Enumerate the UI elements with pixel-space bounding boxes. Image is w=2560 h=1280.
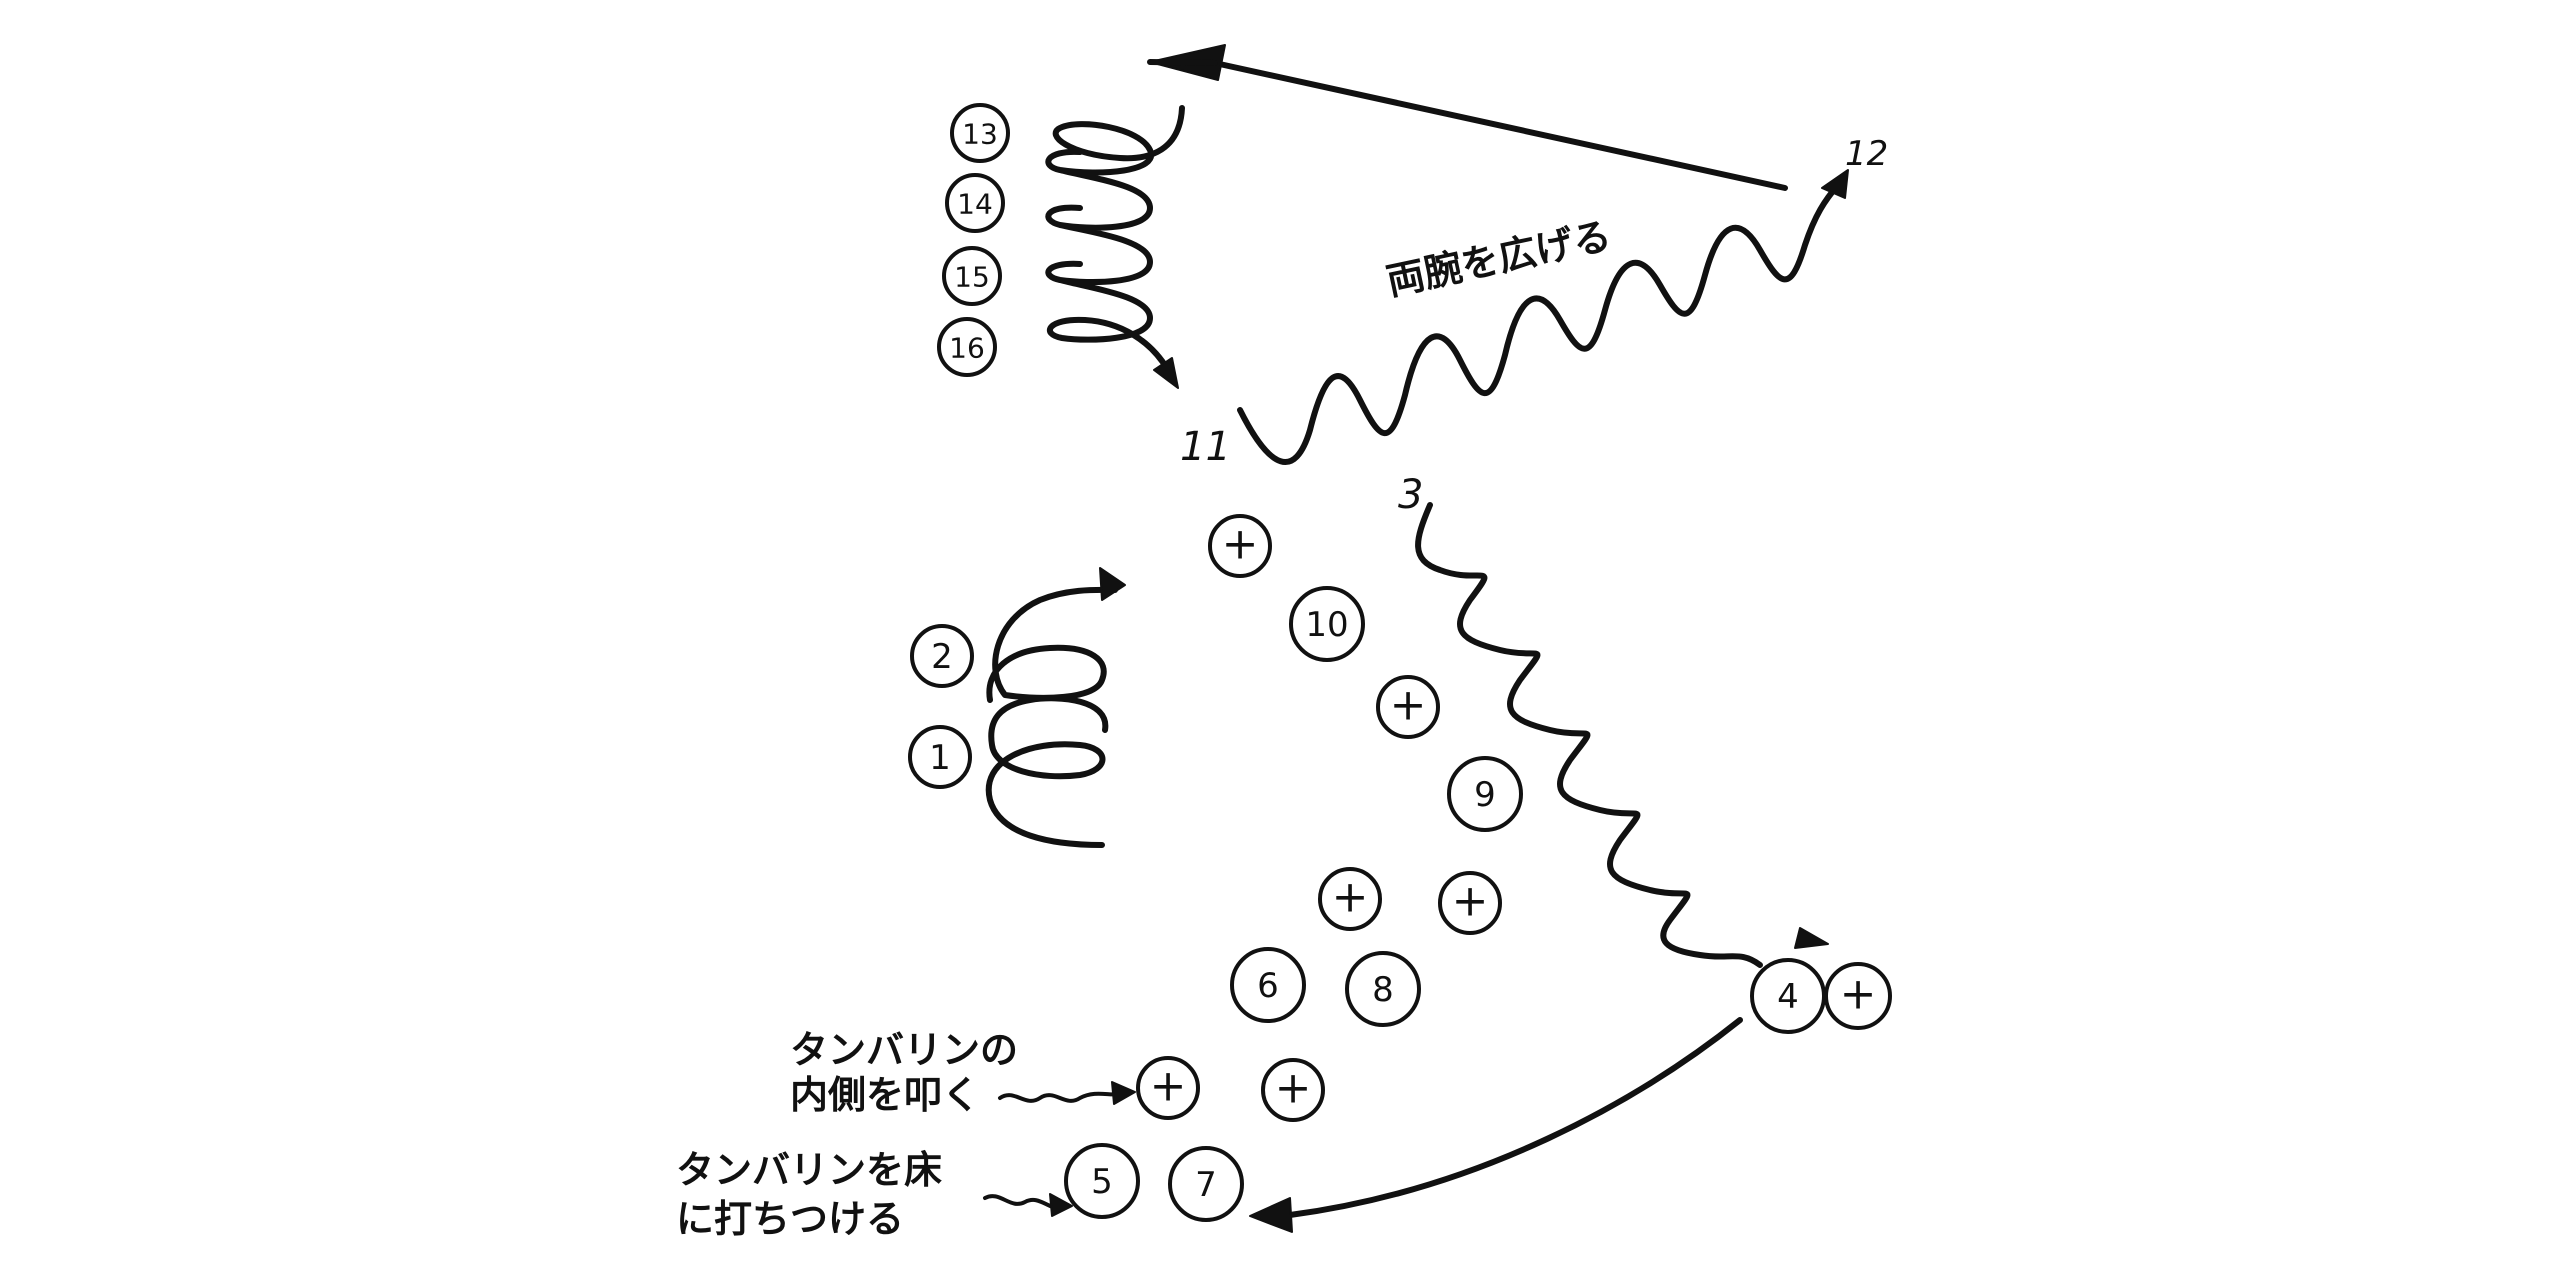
step-15-marker: 15 bbox=[942, 246, 1002, 306]
hit-inside-line1: タンバリンの bbox=[790, 1028, 1018, 1072]
step-16-marker: 16 bbox=[937, 317, 997, 377]
step-8-marker: 8 bbox=[1345, 951, 1421, 1027]
step-2-marker: 2 bbox=[910, 624, 974, 688]
plus-sign: + bbox=[1390, 680, 1427, 731]
step-14-label: 14 bbox=[957, 188, 993, 221]
plus-sign: + bbox=[1452, 876, 1489, 927]
step-11-label: 11 bbox=[1180, 424, 1231, 470]
step-1-text: 1 bbox=[929, 738, 951, 778]
step-4-text: 4 bbox=[1777, 977, 1799, 1017]
beat-plus-b: + bbox=[1376, 675, 1440, 739]
step-13-label: 13 bbox=[962, 118, 998, 151]
beat-plus-f: + bbox=[1261, 1058, 1325, 1122]
return-arrow bbox=[1147, 44, 1788, 191]
step-7-text: 7 bbox=[1195, 1165, 1217, 1205]
step-10-text: 10 bbox=[1305, 605, 1348, 645]
step-9-marker: 9 bbox=[1447, 756, 1523, 832]
plus-sign: + bbox=[1150, 1061, 1187, 1112]
step-1-marker: 1 bbox=[908, 725, 972, 789]
step-4-marker: 4 bbox=[1750, 958, 1826, 1034]
plus-sign: + bbox=[1332, 872, 1369, 923]
step-5-text: 5 bbox=[1091, 1162, 1113, 1202]
plus-sign: + bbox=[1840, 969, 1877, 1020]
coil-13-16 bbox=[1045, 105, 1185, 389]
step-16-label: 16 bbox=[949, 332, 985, 365]
wave-3-to-4 bbox=[1415, 502, 1829, 968]
hit-floor-line2: に打ちつける bbox=[676, 1197, 904, 1241]
step-6-marker: 6 bbox=[1230, 947, 1306, 1023]
beat-plus-c: + bbox=[1318, 867, 1382, 931]
step-13-marker: 13 bbox=[950, 103, 1010, 163]
step-6-text: 6 bbox=[1257, 966, 1279, 1006]
hit-floor-line1: タンバリンを床 bbox=[676, 1148, 942, 1192]
step-12-label: 12 bbox=[1845, 134, 1888, 174]
beat-plus-a: + bbox=[1208, 514, 1272, 578]
step-10-marker: 10 bbox=[1289, 586, 1365, 662]
beat-plus-g: + bbox=[1824, 962, 1892, 1030]
step-8-text: 8 bbox=[1372, 970, 1394, 1010]
step-3-label: 3 bbox=[1398, 472, 1423, 518]
beat-plus-d: + bbox=[1438, 871, 1502, 935]
coil-1-2 bbox=[985, 567, 1126, 848]
plus-sign: + bbox=[1222, 519, 1259, 570]
step-2-text: 2 bbox=[931, 637, 953, 677]
note-hit-floor: タンバリンを床 に打ちつける bbox=[676, 1148, 1073, 1241]
beat-plus-e: + bbox=[1136, 1056, 1200, 1120]
spread-arms-label: 両腕を広げる bbox=[1383, 213, 1615, 303]
step-9-text: 9 bbox=[1474, 775, 1496, 815]
step-5-marker: 5 bbox=[1064, 1143, 1140, 1219]
hit-inside-line2: 内側を叩く bbox=[790, 1073, 980, 1117]
step-7-marker: 7 bbox=[1168, 1146, 1244, 1222]
wave-spread-arms bbox=[1237, 169, 1849, 465]
curve-4-to-7 bbox=[1249, 1017, 1743, 1233]
note-hit-inside: タンバリンの 内側を叩く bbox=[790, 1028, 1136, 1117]
plus-sign: + bbox=[1275, 1063, 1312, 1114]
step-14-marker: 14 bbox=[945, 173, 1005, 233]
step-15-label: 15 bbox=[954, 261, 990, 294]
